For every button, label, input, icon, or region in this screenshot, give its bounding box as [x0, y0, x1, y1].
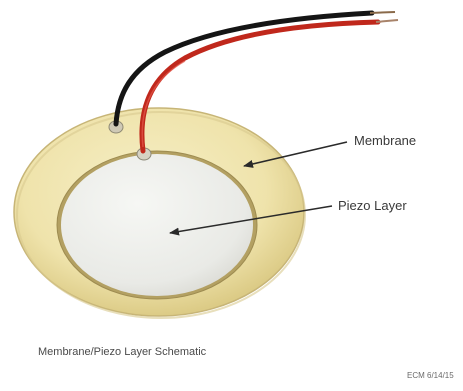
- figure-caption: Membrane/Piezo Layer Schematic: [38, 346, 206, 358]
- membrane-label: Membrane: [354, 133, 416, 148]
- wire-tip-black: [370, 12, 395, 13]
- piezo-layer: [61, 154, 253, 296]
- piezo-layer-label: Piezo Layer: [338, 198, 407, 213]
- credit-text: ECM 6/14/15: [407, 371, 454, 380]
